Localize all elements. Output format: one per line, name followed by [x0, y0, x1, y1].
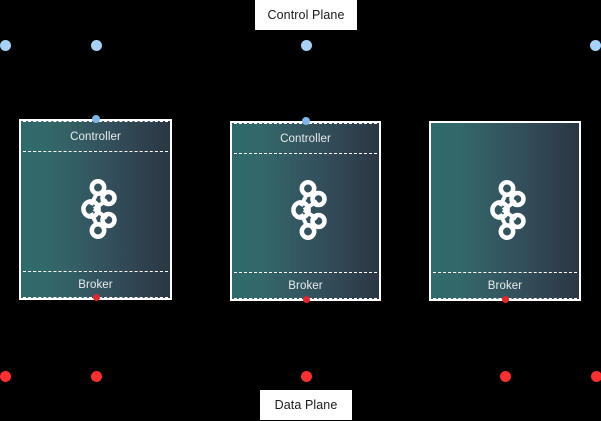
- node-2-data-port[interactable]: [303, 296, 310, 303]
- node-1-data-port[interactable]: [93, 294, 100, 301]
- kafka-node-3[interactable]: Broker: [429, 121, 581, 301]
- kafka-logo-icon: [75, 179, 117, 239]
- data-plane-dot-4[interactable]: [500, 371, 511, 382]
- kafka-logo-icon: [484, 180, 526, 240]
- data-plane-dot-1[interactable]: [0, 371, 11, 382]
- node-2-broker-divider: [234, 272, 377, 273]
- node-3-broker-divider: [433, 272, 577, 273]
- kafka-logo-icon: [285, 180, 327, 240]
- node-1-broker-label: Broker: [78, 279, 113, 291]
- control-plane-dot-3[interactable]: [301, 40, 312, 51]
- node-1-control-port[interactable]: [92, 115, 100, 123]
- kafka-node-2[interactable]: Controller: [230, 121, 381, 301]
- data-plane-dot-5[interactable]: [591, 371, 601, 382]
- node-2-inner: Controller: [232, 123, 379, 299]
- node-3-inner: Broker: [431, 123, 579, 299]
- control-plane-dot-2[interactable]: [91, 40, 102, 51]
- control-plane-dot-1[interactable]: [0, 40, 11, 51]
- node-1-inner: Controller: [21, 121, 170, 298]
- node-3-broker-label: Broker: [487, 280, 523, 292]
- node-2-controller-divider: [234, 153, 377, 154]
- node-1-broker-divider: [23, 271, 168, 272]
- node-1-controller-label: Controller: [70, 131, 121, 143]
- data-plane-dot-2[interactable]: [91, 371, 102, 382]
- data-plane-label: Data Plane: [260, 390, 352, 420]
- control-plane-label: Control Plane: [255, 0, 357, 30]
- kafka-node-1[interactable]: Controller: [19, 119, 172, 300]
- node-2-controller-label: Controller: [280, 133, 331, 145]
- data-plane-dot-3[interactable]: [301, 371, 312, 382]
- node-2-broker-label: Broker: [288, 280, 323, 292]
- node-3-data-port[interactable]: [502, 296, 509, 303]
- control-plane-dot-4[interactable]: [590, 40, 601, 51]
- node-1-controller-divider: [23, 151, 168, 152]
- node-2-control-port[interactable]: [302, 117, 310, 125]
